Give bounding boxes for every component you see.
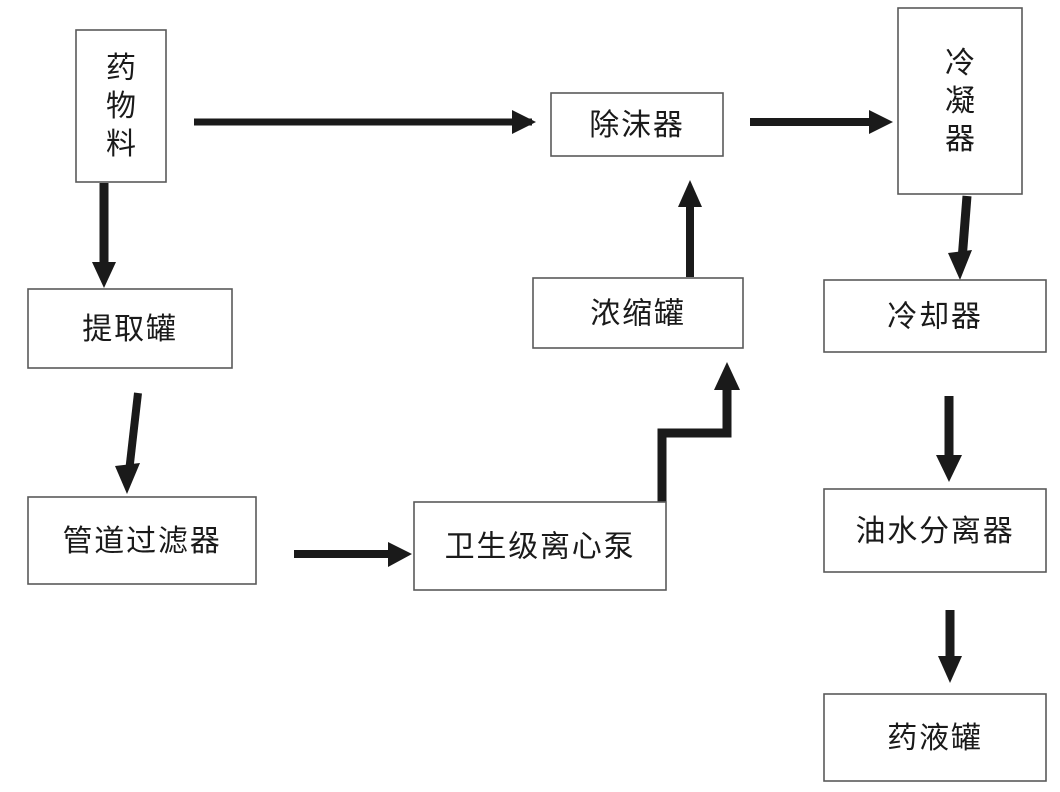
connector-arrow: [750, 110, 893, 134]
connector-arrow: [194, 110, 536, 134]
arrow-shaft: [957, 195, 972, 261]
arrow-head-icon: [869, 110, 893, 134]
arrow-shaft: [657, 378, 732, 502]
node-label: 药物料: [106, 52, 136, 161]
connector-arrow: [115, 392, 142, 494]
node-label: 浓缩罐: [590, 298, 685, 331]
node-condenser[interactable]: 冷凝器: [897, 7, 1023, 195]
connector-arrow: [92, 183, 116, 288]
arrow-head-icon: [714, 362, 740, 390]
arrow-shaft: [125, 392, 142, 473]
node-sanitary-centrifugal-pump[interactable]: 卫生级离心泵: [413, 501, 667, 591]
node-box: [27, 288, 233, 369]
connector-arrow: [294, 542, 412, 567]
node-label: 除沫器: [589, 109, 684, 142]
arrow-head-icon: [678, 180, 702, 207]
connector-arrow: [938, 610, 962, 683]
arrow-head-icon: [512, 110, 536, 134]
node-pipeline-filter[interactable]: 管道过滤器: [27, 496, 257, 585]
node-drug-material[interactable]: 药物料: [75, 29, 167, 183]
node-box: [27, 496, 257, 585]
arrow-head-icon: [92, 262, 116, 288]
node-demister[interactable]: 除沫器: [550, 92, 724, 157]
node-cooler[interactable]: 冷却器: [823, 279, 1047, 353]
node-box: [823, 488, 1047, 573]
node-label: 卫生级离心泵: [445, 531, 636, 564]
node-box: [897, 7, 1023, 195]
node-box: [75, 29, 167, 183]
node-label: 药液罐: [887, 722, 982, 755]
node-box: [823, 279, 1047, 353]
arrow-head-icon: [388, 542, 412, 567]
connector-arrow: [657, 362, 740, 502]
node-label: 冷凝器: [945, 47, 975, 156]
node-label: 提取罐: [82, 313, 177, 346]
connector-arrow: [936, 396, 962, 482]
node-box: [550, 92, 724, 157]
node-label: 油水分离器: [856, 515, 1015, 548]
node-oil-water-separator[interactable]: 油水分离器: [823, 488, 1047, 573]
arrow-head-icon: [948, 250, 972, 280]
node-liquid-medicine-tank[interactable]: 药液罐: [823, 693, 1047, 782]
arrow-head-icon: [936, 455, 962, 482]
node-box: [532, 277, 744, 349]
arrow-head-icon: [115, 463, 140, 494]
node-box: [823, 693, 1047, 782]
node-extraction-tank[interactable]: 提取罐: [27, 288, 233, 369]
node-label: 冷却器: [887, 301, 982, 334]
node-label: 管道过滤器: [63, 525, 222, 558]
connector-layer: [92, 110, 972, 683]
connector-arrow: [678, 180, 702, 277]
arrow-head-icon: [938, 656, 962, 683]
node-concentration-tank[interactable]: 浓缩罐: [532, 277, 744, 349]
node-box: [413, 501, 667, 591]
connector-arrow: [948, 195, 972, 280]
